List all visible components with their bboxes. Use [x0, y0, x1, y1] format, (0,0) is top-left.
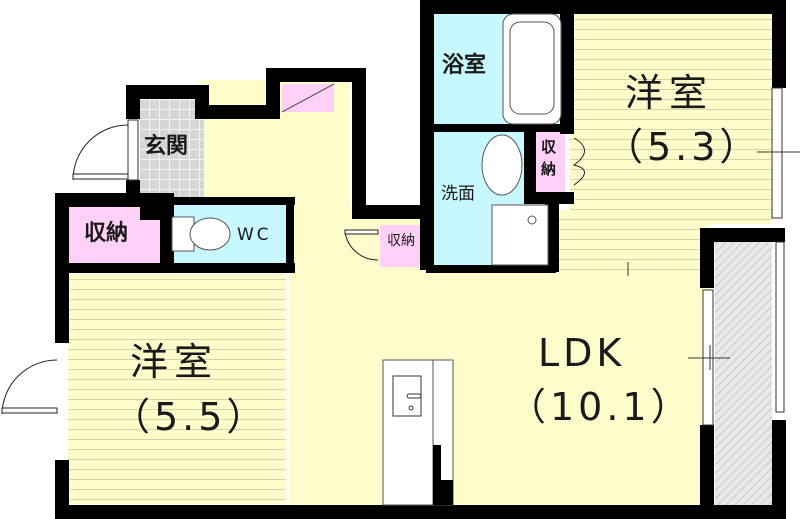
fixtures [171, 13, 562, 506]
storage-hall-floor [380, 225, 426, 267]
west-door-gap [57, 345, 67, 460]
entrance-door-gap [127, 119, 139, 181]
wash-basin [481, 134, 523, 196]
ldk-floor [290, 270, 710, 505]
western-room-ne-floor-ext [555, 210, 710, 270]
western-room-ne-name: 洋室 [625, 71, 714, 115]
storage-ne-floor [535, 132, 565, 192]
ldk-area: （10.1） [508, 385, 693, 429]
western-room-sw-name: 洋室 [130, 340, 219, 384]
western-room-sw-floor [68, 274, 286, 504]
crosshair-marks [627, 151, 800, 370]
toilet-bowl [189, 217, 231, 251]
storage-ne-label-2: 納 [541, 160, 557, 178]
door-swings [1, 124, 585, 415]
western-room-sw-area: （5.5） [112, 395, 269, 439]
window-east-room [771, 87, 783, 219]
bathtub [502, 13, 562, 125]
bathroom-label: 浴室 [442, 53, 487, 78]
entrance-label: 玄関 [144, 134, 189, 159]
western-room-ne-floor [570, 14, 772, 224]
entrance-floor [140, 97, 204, 197]
balcony-floor [715, 240, 772, 505]
entrance-door-swing [72, 124, 129, 181]
storage-west-label: 収納 [84, 221, 129, 246]
window-balcony [775, 241, 785, 413]
washing-machine-space [491, 204, 549, 266]
western-room-ne-area: （5.3） [605, 125, 762, 169]
storage-hall-label: 収納 [387, 233, 415, 249]
toilet-label: WC [237, 225, 272, 245]
washroom-label: 洗面 [441, 184, 475, 204]
storage-ne-label-1: 収 [541, 138, 557, 156]
ldk-name: LDK [538, 331, 626, 375]
